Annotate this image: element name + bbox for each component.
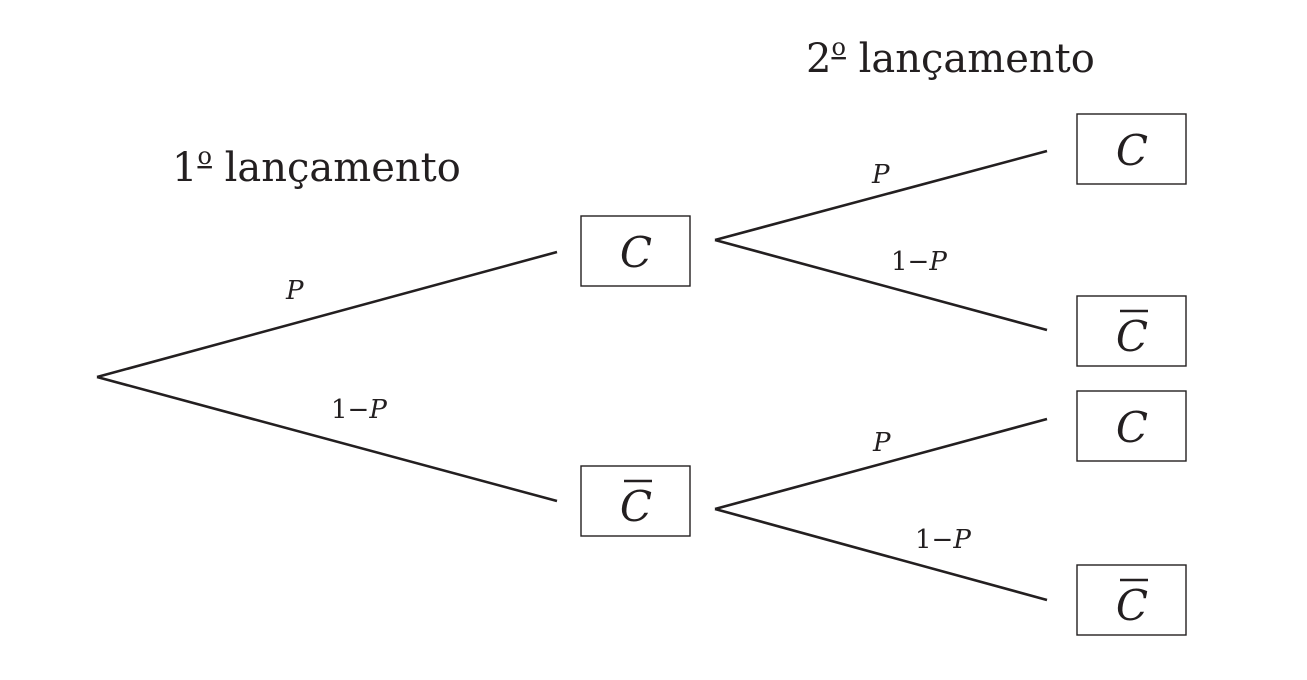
second-throw-heading: 2o lançamento (806, 33, 1095, 82)
node-first-heads-label: C (620, 228, 652, 277)
prob-label-first-lower: 1−P (331, 395, 387, 425)
first-throw-heading: 1o lançamento (172, 142, 461, 191)
node-first-tails-label: C (620, 482, 652, 531)
node-first-heads: C (580, 215, 691, 287)
node-second-tails-heads-label: C (1116, 403, 1148, 452)
node-second-tails-tails-label: C (1116, 581, 1148, 630)
prob-label-second-bottom-lower: 1−P (915, 525, 971, 555)
branch-second-top-tails (714, 238, 1048, 332)
node-second-tails-heads: C (1076, 390, 1187, 462)
node-first-tails: C (580, 465, 691, 537)
branch-first-heads (96, 250, 558, 379)
prob-label-first-upper: P (285, 276, 304, 306)
prob-label-second-top-lower: 1−P (891, 247, 947, 277)
branch-second-bottom-heads (714, 417, 1048, 511)
branch-first-tails (96, 375, 558, 503)
prob-label-second-top-upper: P (871, 160, 890, 190)
node-second-heads-tails: C (1076, 295, 1187, 367)
branch-second-top-heads (714, 149, 1048, 242)
branch-second-bottom-tails (714, 507, 1048, 602)
prob-label-second-bottom-upper: P (872, 428, 891, 458)
node-second-heads-heads-label: C (1116, 126, 1148, 175)
node-second-heads-heads: C (1076, 113, 1187, 185)
node-second-tails-tails: C (1076, 564, 1187, 636)
node-second-heads-tails-label: C (1116, 312, 1148, 361)
